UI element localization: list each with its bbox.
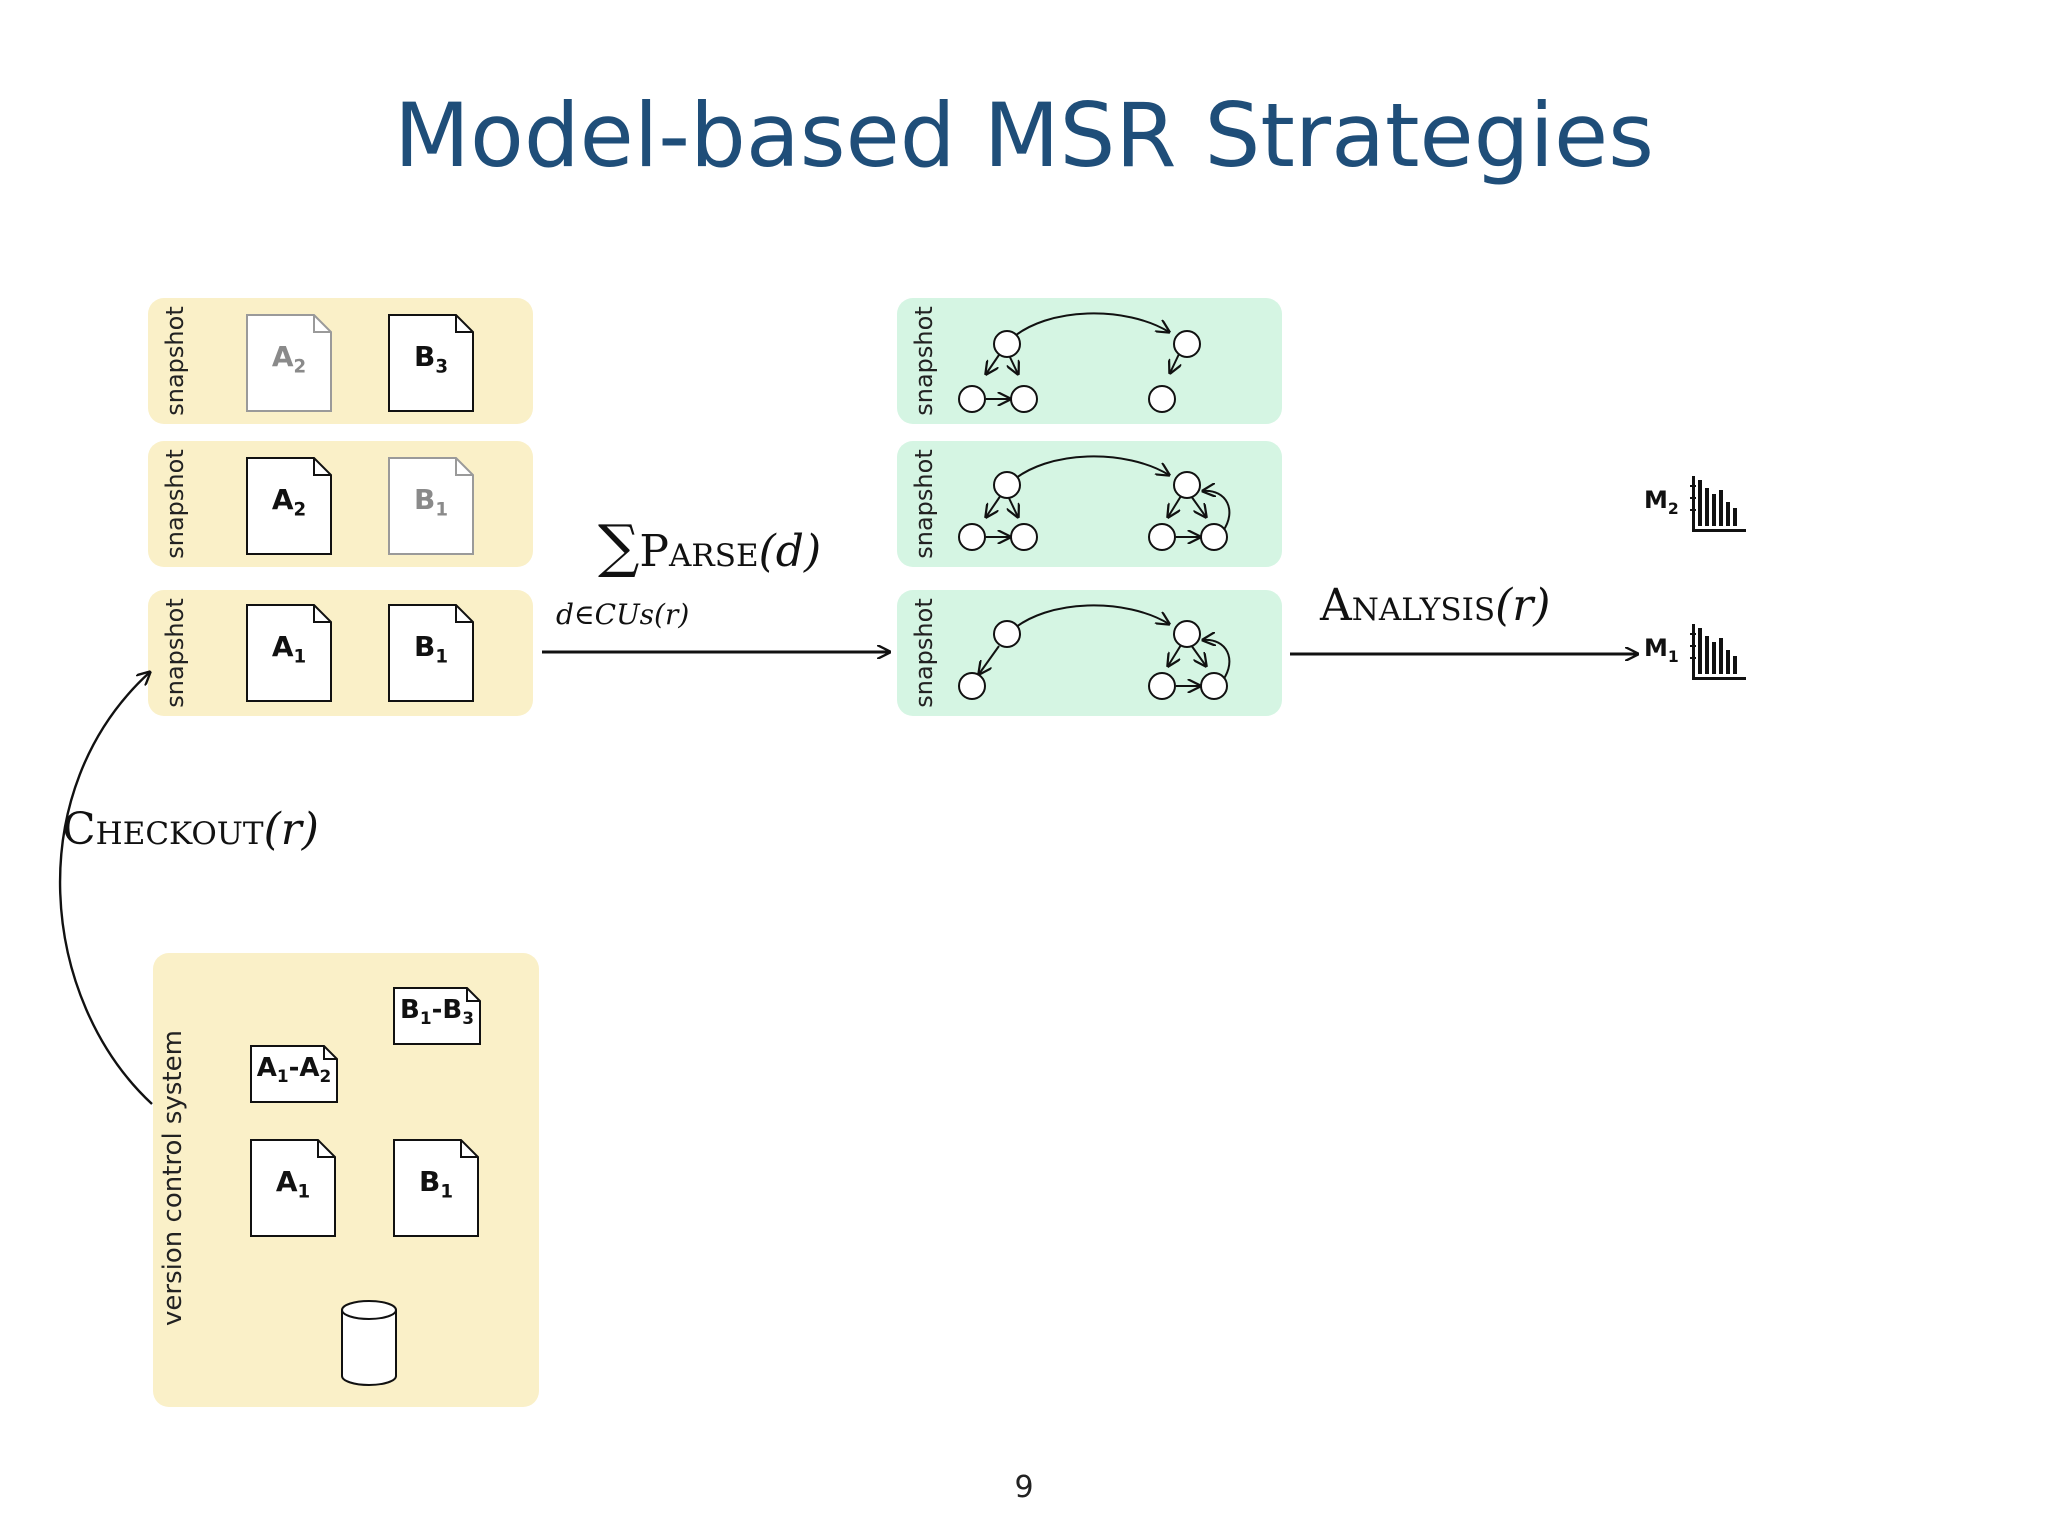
document-icon: [388, 604, 474, 702]
document-A2: A2: [246, 457, 332, 555]
document-B1: B1: [393, 1139, 479, 1237]
graph-snapshot-panel: snapshot: [897, 590, 1282, 716]
metric-M2: M2: [1644, 472, 1754, 538]
page-number: 9: [1014, 1470, 1034, 1505]
document-B1-B3: B1-B3: [393, 987, 481, 1045]
bar-chart-icon: [1690, 476, 1746, 532]
document-B1-faded: B1: [388, 457, 474, 555]
version-control-system-panel: version control system B1-B3 A1-A2 A1 B1: [153, 953, 539, 1407]
document-icon: [246, 604, 332, 702]
document-icon: [388, 457, 474, 555]
source-snapshot-panel: snapshot A2 B3: [148, 298, 533, 424]
parse-subscript: d∈CUs(r): [556, 598, 690, 631]
document-icon: [246, 314, 332, 412]
graph-icon: [958, 312, 1201, 413]
graph-snapshot-panel: snapshot: [897, 441, 1282, 567]
document-A1: A1: [250, 1139, 336, 1237]
analysis-label: Analysis(r): [1320, 580, 1551, 631]
graph-snapshot-panel: snapshot: [897, 298, 1282, 424]
document-icon: [393, 987, 481, 1045]
document-icon: [246, 457, 332, 555]
bar-chart-icon: [1690, 624, 1746, 680]
source-snapshot-panel: snapshot A2 B1: [148, 441, 533, 567]
graph-icon: [958, 604, 1231, 700]
checkout-label: Checkout(r): [62, 804, 319, 855]
document-icon: [250, 1045, 338, 1103]
source-snapshot-panel: snapshot A1 B1: [148, 590, 533, 716]
database-icon: [341, 1300, 397, 1386]
document-icon: [250, 1139, 336, 1237]
parse-label: ∑Parse(d): [598, 512, 822, 580]
graph-icon: [958, 455, 1231, 551]
metric-M1: M1: [1644, 620, 1754, 686]
slide-title: Model-based MSR Strategies: [394, 84, 1654, 187]
document-icon: [393, 1139, 479, 1237]
document-A2-faded: A2: [246, 314, 332, 412]
document-B1: B1: [388, 604, 474, 702]
document-A1-A2: A1-A2: [250, 1045, 338, 1103]
document-icon: [388, 314, 474, 412]
document-A1: A1: [246, 604, 332, 702]
document-B3: B3: [388, 314, 474, 412]
